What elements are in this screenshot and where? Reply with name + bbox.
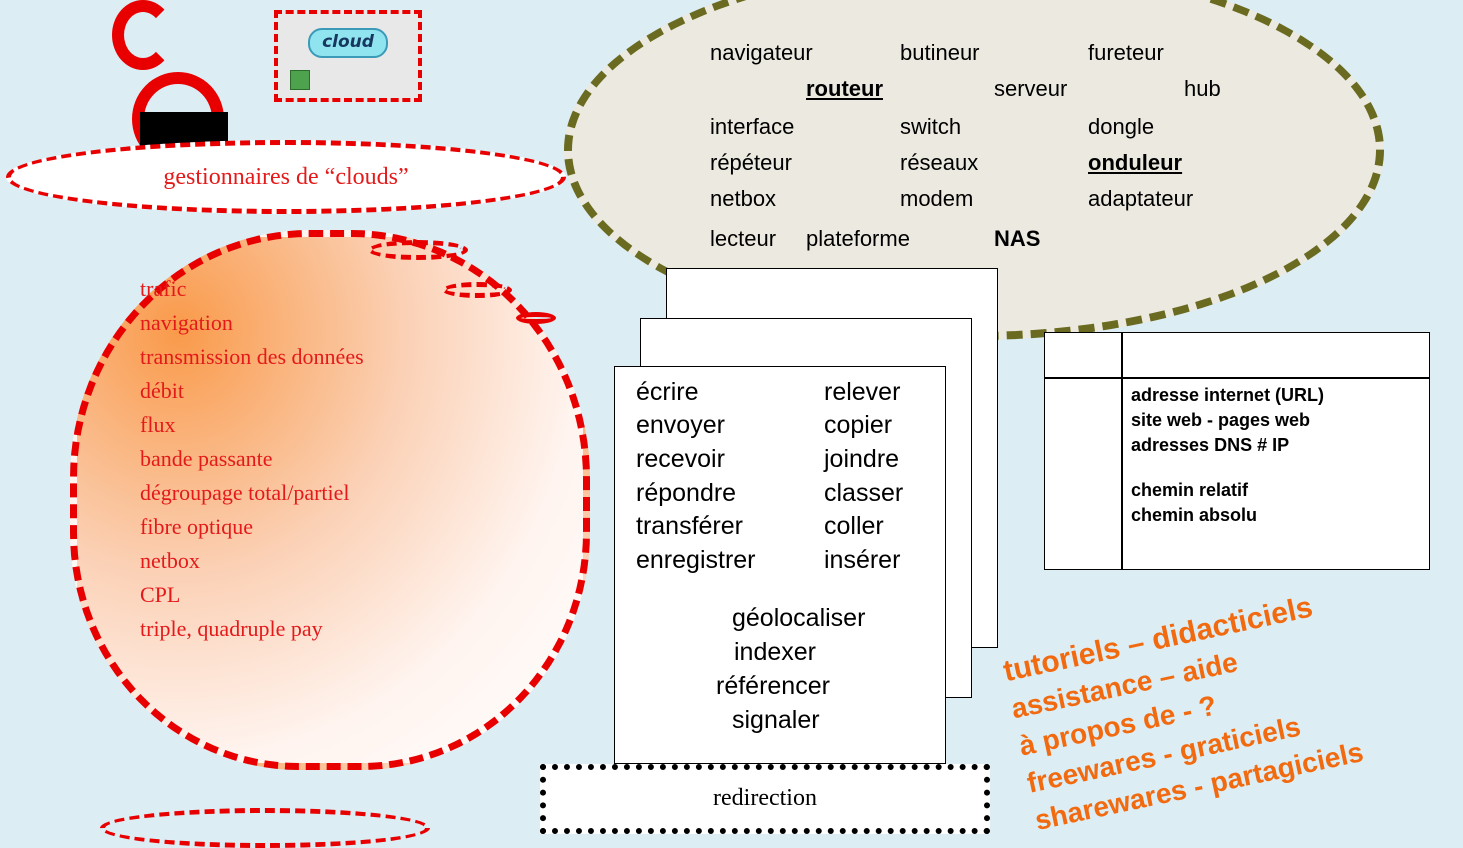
term-adaptateur: adaptateur <box>1088 186 1194 211</box>
list-item: trafic <box>140 276 187 301</box>
red-dash-decoration <box>516 312 556 324</box>
table-line: chemin relatif <box>1131 480 1249 500</box>
list-item: navigation <box>140 310 233 335</box>
term-reseaux: réseaux <box>900 150 979 175</box>
verb-right: insérer <box>824 546 901 574</box>
term-repeteur: répéteur <box>710 150 792 175</box>
term-netbox: netbox <box>710 186 777 211</box>
table-line: adresses DNS # IP <box>1131 435 1290 455</box>
verb-center: géolocaliser <box>732 604 866 632</box>
list-item: dégroupage total/partiel <box>140 480 350 505</box>
verb-right: relever <box>824 378 901 406</box>
term-onduleur: onduleur <box>1088 150 1183 175</box>
table-line: site web - pages web <box>1131 410 1311 430</box>
term-plateforme: plateforme <box>806 226 910 251</box>
verb-center: indexer <box>734 638 816 666</box>
list-item: netbox <box>140 548 200 573</box>
term-serveur: serveur <box>994 76 1068 101</box>
list-item: fibre optique <box>140 514 254 539</box>
red-dash-decoration <box>368 240 468 260</box>
table-line: chemin absolu <box>1131 505 1258 525</box>
verb-right: joindre <box>824 445 900 473</box>
verb-right: coller <box>824 512 884 540</box>
table-line: adresse internet (URL) <box>1131 385 1325 405</box>
verb-right: classer <box>824 479 904 507</box>
gestionnaires-label: gestionnaires de “clouds” <box>6 140 566 214</box>
list-item: triple, quadruple pay <box>140 616 323 641</box>
verb-left: recevoir <box>636 445 725 473</box>
url-table: adresse internet (URL) site web - pages … <box>1044 332 1430 570</box>
term-dongle: dongle <box>1088 114 1155 139</box>
term-switch: switch <box>900 114 962 139</box>
verb-center: signaler <box>732 706 820 734</box>
orange-help-terms: tutoriels – didacticiels assistance – ai… <box>1000 584 1367 839</box>
verb-left: transférer <box>636 512 743 540</box>
table-line <box>1131 458 1324 478</box>
verb-left: répondre <box>636 479 737 507</box>
term-interface: interface <box>710 114 795 139</box>
image-icon <box>290 70 310 90</box>
term-butineur: butineur <box>900 40 980 65</box>
verb-left: envoyer <box>636 411 725 439</box>
red-cloud-list: trafic navigation transmission des donné… <box>140 272 364 646</box>
list-item: débit <box>140 378 184 403</box>
document-page-front <box>614 366 946 764</box>
term-lecteur: lecteur <box>710 226 777 251</box>
list-item: CPL <box>140 582 181 607</box>
table-cell: adresse internet (URL) site web - pages … <box>1131 383 1324 528</box>
verb-left: écrire <box>636 378 699 406</box>
cloud-badge: cloud <box>308 28 388 58</box>
list-item: bande passante <box>140 446 273 471</box>
red-ring-decoration <box>112 0 174 70</box>
cloud-thumbnail: cloud <box>274 10 422 102</box>
verb-right: copier <box>824 411 893 439</box>
list-item: flux <box>140 412 176 437</box>
verb-left: enregistrer <box>636 546 756 574</box>
red-dash-decoration <box>442 282 512 298</box>
term-nas: NAS <box>994 226 1041 251</box>
term-hub: hub <box>1184 76 1221 101</box>
red-dash-decoration <box>100 808 430 848</box>
red-thought-cloud <box>70 230 590 770</box>
term-modem: modem <box>900 186 974 211</box>
table-divider <box>1121 333 1123 569</box>
term-fureteur: fureteur <box>1088 40 1164 65</box>
term-routeur: routeur <box>806 76 883 101</box>
redirection-box: redirection <box>540 764 990 834</box>
verb-center: référencer <box>716 672 830 700</box>
table-divider <box>1045 377 1429 379</box>
list-item: transmission des données <box>140 344 364 369</box>
term-navigateur: navigateur <box>710 40 813 65</box>
